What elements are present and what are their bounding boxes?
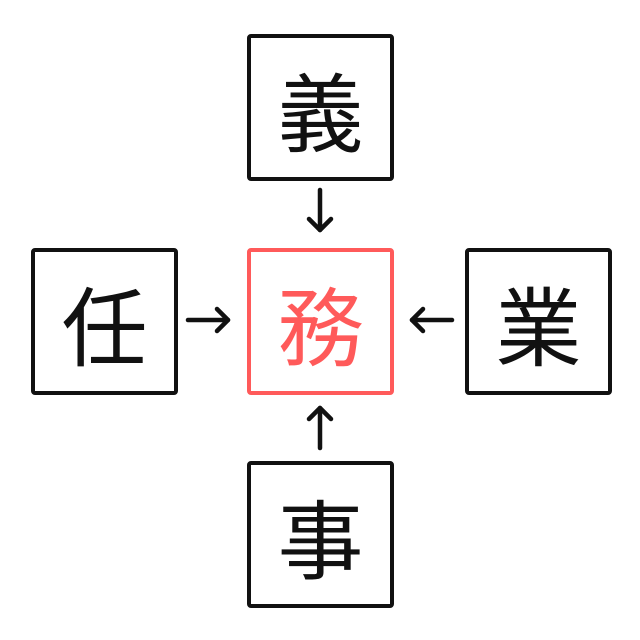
arrow-up-icon bbox=[306, 405, 334, 451]
bottom-kanji-box: 事 bbox=[247, 461, 394, 608]
right-kanji: 業 bbox=[495, 280, 582, 380]
left-kanji-box: 任 bbox=[31, 248, 178, 395]
center-answer-box: 務 bbox=[247, 248, 394, 395]
left-kanji: 任 bbox=[61, 280, 148, 380]
arrow-right-icon bbox=[185, 306, 231, 334]
center-kanji: 務 bbox=[277, 280, 364, 380]
arrow-down-icon bbox=[306, 187, 334, 233]
arrow-left-icon bbox=[409, 306, 455, 334]
bottom-kanji: 事 bbox=[277, 493, 364, 593]
right-kanji-box: 業 bbox=[465, 248, 612, 395]
top-kanji-box: 義 bbox=[247, 34, 394, 181]
top-kanji: 義 bbox=[277, 66, 364, 166]
